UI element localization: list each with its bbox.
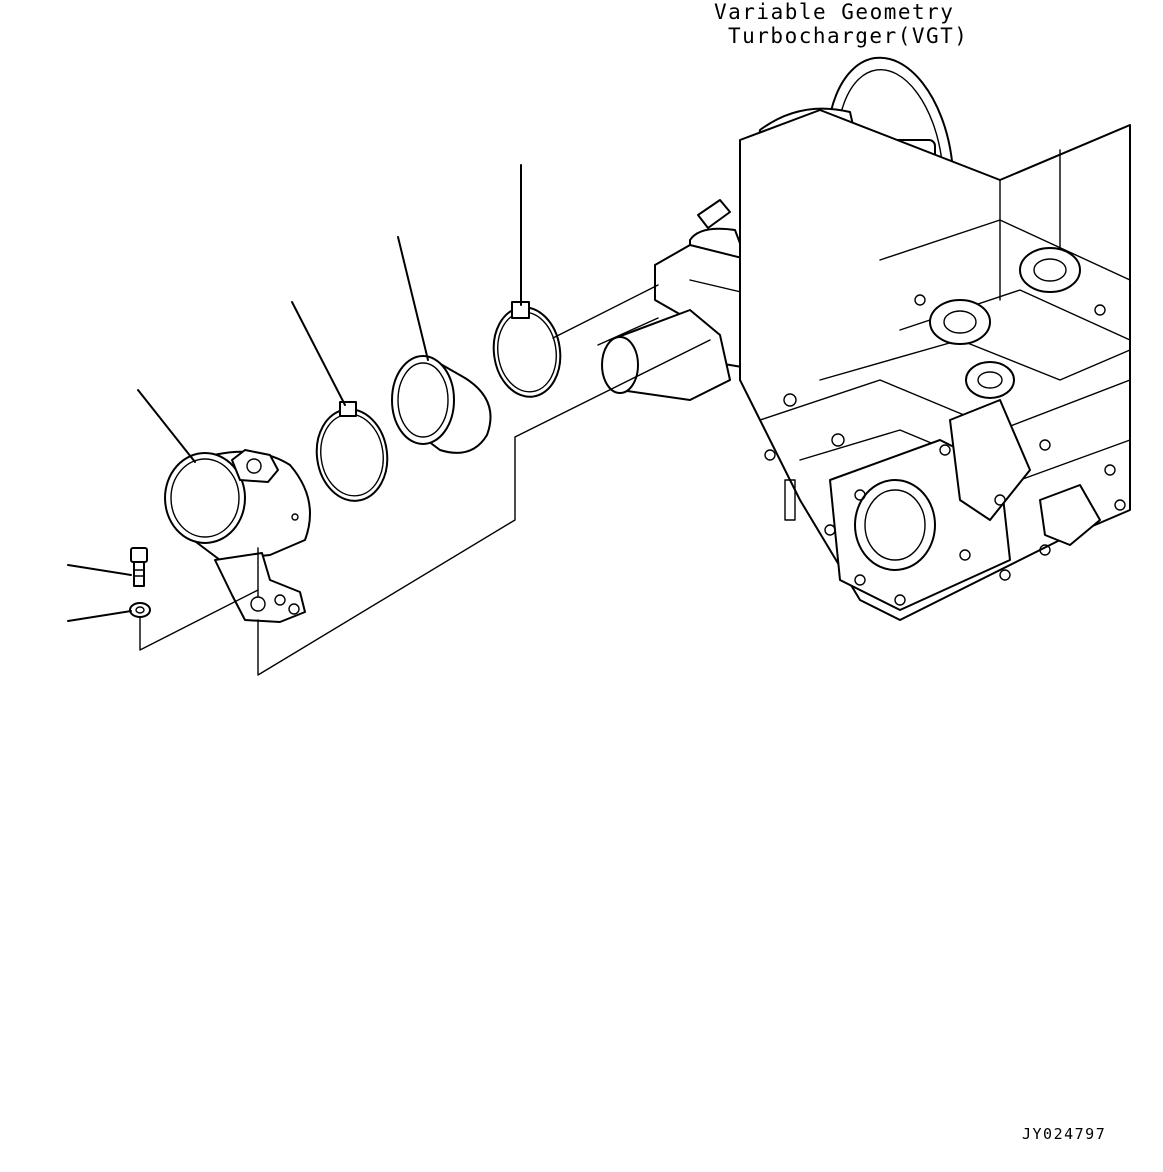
engine-assembly	[601, 56, 1131, 621]
callout-vgt-line1: Variable Geometry	[714, 0, 955, 24]
callout-vgt-line2: Turbocharger(VGT)	[728, 24, 969, 48]
leader-lines	[67, 164, 711, 676]
elbow-pipe	[164, 449, 311, 623]
hose-clamp-left	[315, 401, 389, 502]
engine-block	[739, 109, 1131, 621]
washer	[129, 602, 151, 618]
hose-clamp-right	[492, 301, 562, 398]
rubber-hose	[391, 355, 492, 454]
drawing-code: JY024797	[1022, 1125, 1107, 1143]
bolt	[130, 547, 148, 587]
